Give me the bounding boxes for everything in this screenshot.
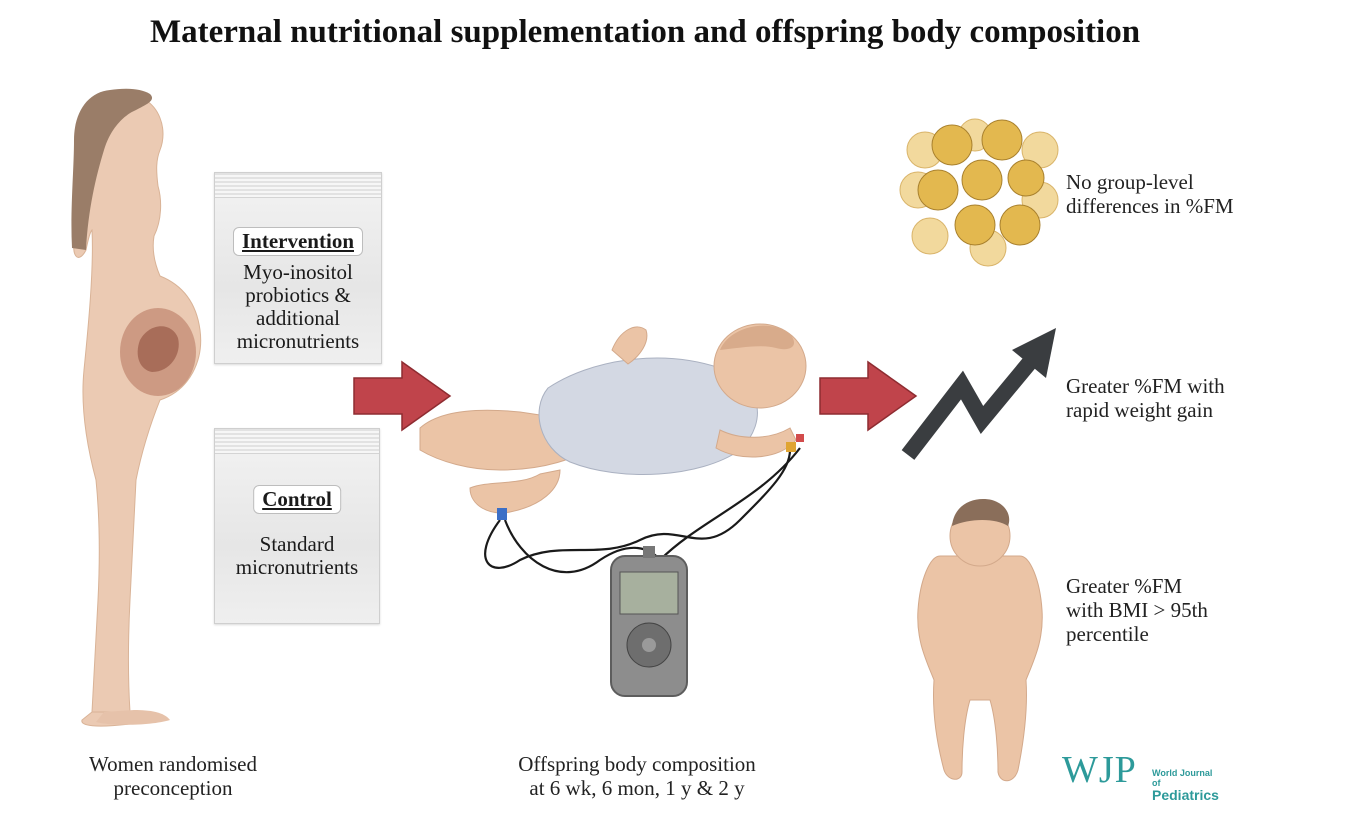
intervention-line: micronutrients	[236, 329, 360, 353]
intervention-bag: Intervention Myo-inositol probiotics & a…	[214, 172, 382, 364]
finding-line: differences in %FM	[1066, 194, 1234, 218]
journal-logo: WJP World Journal of Pediatrics	[1062, 748, 1219, 802]
arrow-right-icon	[819, 360, 918, 432]
finding-line: No group-level	[1066, 170, 1194, 194]
women-label-line: preconception	[113, 776, 233, 800]
finding-line: with BMI > 95th	[1066, 598, 1208, 622]
finding-line: percentile	[1066, 622, 1149, 646]
intervention-line: Myo-inositol	[243, 260, 353, 284]
offspring-label: Offspring body composition at 6 wk, 6 mo…	[470, 752, 804, 800]
fat-cells-icon	[899, 118, 1059, 267]
control-text: Standard micronutrients	[215, 533, 379, 579]
women-label: Women randomised preconception	[60, 752, 286, 800]
control-line: Standard	[259, 532, 335, 556]
finding-no-difference: No group-level differences in %FM	[1066, 170, 1234, 218]
control-line: micronutrients	[235, 555, 359, 579]
bag-zip	[215, 173, 381, 198]
infant-lying-icon	[419, 323, 807, 574]
intervention-line: probiotics &	[245, 283, 351, 307]
intervention-tag: Intervention	[233, 227, 363, 256]
intervention-text: Myo-inositol probiotics & additional mic…	[215, 261, 381, 353]
intervention-line: additional	[256, 306, 340, 330]
toddler-icon	[917, 499, 1043, 782]
bag-zip	[215, 429, 379, 454]
finding-bmi: Greater %FM with BMI > 95th percentile	[1066, 574, 1208, 646]
trend-up-arrow-icon	[901, 328, 1056, 460]
logo-subtitle: World Journal of Pediatrics	[1152, 768, 1219, 802]
control-tag: Control	[253, 485, 341, 514]
logo-line2: Pediatrics	[1152, 787, 1219, 803]
logo-letters: WJP	[1062, 749, 1137, 791]
arrow-right-icon	[353, 360, 452, 432]
finding-line: Greater %FM with	[1066, 374, 1225, 398]
finding-line: Greater %FM	[1066, 574, 1183, 598]
body-composition-device-icon	[610, 546, 688, 697]
offspring-label-line: Offspring body composition	[518, 752, 756, 776]
finding-rapid-weight-gain: Greater %FM with rapid weight gain	[1066, 374, 1225, 422]
pregnant-woman-icon	[71, 88, 202, 727]
logo-line1: World Journal of	[1152, 768, 1213, 788]
women-label-line: Women randomised	[88, 752, 258, 776]
finding-line: rapid weight gain	[1066, 398, 1213, 422]
figure-title: Maternal nutritional supplementation and…	[149, 14, 1141, 50]
control-bag: Control Standard micronutrients	[214, 428, 380, 624]
offspring-label-line: at 6 wk, 6 mon, 1 y & 2 y	[529, 776, 745, 800]
